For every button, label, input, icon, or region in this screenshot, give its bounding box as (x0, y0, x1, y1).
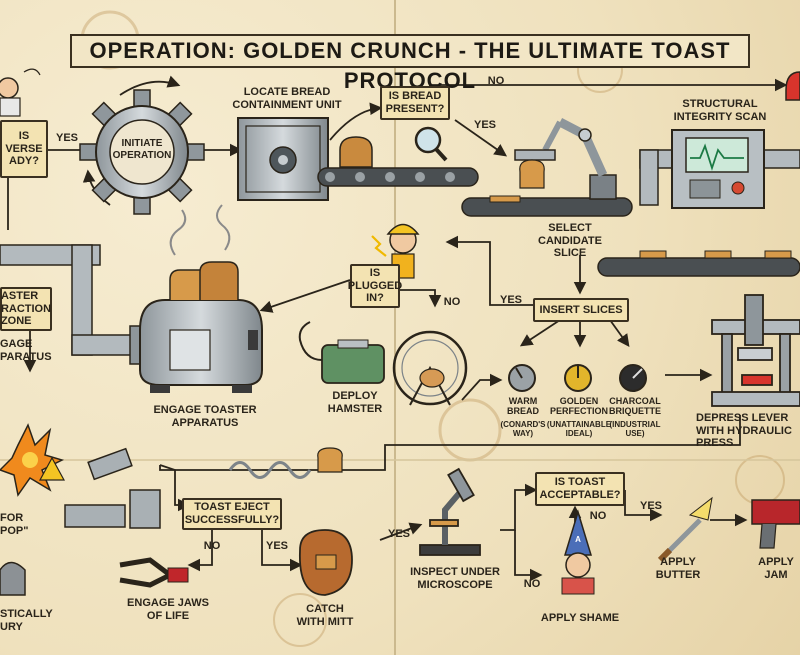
edge-label-yes: YES (55, 132, 78, 144)
node-depress-lever: DEPRESS LEVER WITH HYDRAULIC PRESS (696, 412, 792, 450)
baseball-mitt-icon (299, 529, 353, 596)
decision-plugged-in: IS PLUGGED IN? (348, 264, 402, 308)
edge-label-yes: YES (265, 540, 288, 552)
magnifying-glass-icon (414, 126, 448, 162)
arrow-to-microscope (379, 522, 423, 541)
toast-slice-icon (639, 250, 792, 259)
jaws-of-life-icon (119, 557, 189, 588)
node-inspect-microscope: INSPECT UNDER MICROSCOPE (410, 566, 500, 591)
node-engage-apparatus-left: GAGE PARATUS (0, 338, 52, 363)
edge-label-no: NO (589, 510, 607, 522)
page-title: OPERATION: GOLDEN CRUNCH - THE ULTIMATE … (70, 34, 750, 93)
arrow-hamster-to-settings (461, 373, 503, 401)
node-pray-pop: FOR POP" (0, 512, 29, 537)
edge-label-no: NO (487, 75, 505, 87)
edge-label-yes: YES (473, 119, 496, 131)
toast-slice-icon (489, 195, 521, 203)
pipe-icon (0, 244, 153, 365)
node-insert-slices: INSERT SLICES (533, 298, 629, 322)
edge-label-no: NO (443, 296, 461, 308)
node-engage-jaws: ENGAGE JAWS OF LIFE (127, 597, 209, 622)
edge-label-yes: YES (639, 500, 662, 512)
conveyor-belt-icon (597, 257, 800, 277)
arrow-locate-to-isbread (329, 102, 383, 141)
node-engage-toaster: ENGAGE TOASTER APPARATUS (153, 404, 257, 429)
decision-toast-acceptable: IS TOAST ACCEPTABLE? (535, 472, 625, 506)
toaster-icon (139, 204, 263, 393)
node-apply-jam: APPLY JAM (758, 556, 794, 581)
arrow-press-to-eject (159, 415, 741, 471)
setting-warm-label: WARM BREAD (506, 396, 539, 417)
node-catch-mitt: CATCH WITH MITT (296, 603, 354, 628)
hamster-wheel-icon (392, 330, 468, 406)
node-deploy-hamster: DEPLOY HAMSTER (327, 390, 383, 415)
dunce-cap-icon (561, 509, 595, 595)
broken-pipe-icon (64, 447, 161, 529)
butter-knife-icon (657, 496, 713, 563)
node-bury: STICALLY URY (0, 608, 53, 633)
node-structural-scan: STRUCTURAL INTEGRITY SCAN (673, 98, 767, 123)
generator-icon (298, 321, 385, 384)
arrow-microscope-to-acceptable (500, 483, 538, 531)
warning-sign-icon (38, 456, 66, 481)
microscope-icon (419, 467, 481, 556)
node-apply-butter: APPLY BUTTER (655, 556, 701, 581)
node-locate-bread: LOCATE BREAD CONTAINMENT UNIT (232, 86, 342, 111)
node-apply-shame: APPLY SHAME (540, 612, 620, 624)
setting-warm-note: (CONARD'S WAY) (500, 420, 546, 439)
tombstone-icon (0, 561, 26, 596)
arrow-eject-link (159, 464, 191, 512)
hydraulic-press-icon (711, 294, 800, 407)
safe-icon (237, 117, 329, 201)
dial-golden-icon (564, 364, 592, 392)
scanner-machine-icon (671, 129, 765, 209)
spring-coil-icon (228, 461, 312, 479)
conveyor-belt-icon (317, 167, 479, 187)
arrow-plugged-no (400, 289, 442, 308)
setting-charcoal-note: (INDUSTRIAL USE) (609, 420, 661, 439)
toast-slice-icon (519, 159, 545, 189)
node-toaster-zone: ASTER RACTION ZONE (0, 287, 52, 331)
gear-icon (79, 89, 205, 215)
arrow-insert-to-charcoal (609, 319, 630, 348)
decision-toast-eject: TOAST EJECT SUCCESSFULLY? (182, 498, 282, 530)
arrow-eject-no (187, 528, 213, 572)
arrow-insert-to-plugged (445, 235, 540, 306)
node-select-candidate: SELECT CANDIDATE SLICE (538, 222, 602, 260)
node-initiate-operation: INITIATE OPERATION (112, 138, 172, 161)
arrow-acceptable-yes (624, 490, 663, 522)
alarm-light-icon (785, 71, 800, 101)
arrow-plugged-to-toaster (259, 279, 351, 313)
jam-gun-icon (751, 499, 800, 549)
toast-slice-icon (317, 447, 343, 473)
arrow-gear-curl (119, 75, 181, 96)
arrow-eject-yes (261, 528, 303, 572)
setting-charcoal-label: CHARCOAL BRIQUETTE (608, 396, 661, 417)
bread-loaf-icon (339, 136, 373, 168)
robot-arm-icon (461, 118, 633, 217)
setting-golden-note: (UNATTAINABLE IDEAL) (546, 420, 612, 439)
dunce-cap-text: A (575, 535, 581, 544)
scientist-icon (0, 68, 41, 117)
flow-arrows (1, 75, 788, 582)
edge-label-no: NO (203, 540, 221, 552)
arrow-microscope-no (514, 530, 543, 582)
dial-charcoal-icon (619, 364, 647, 392)
setting-golden-label: GOLDEN PERFECTION (549, 396, 608, 417)
edge-label-yes: YES (387, 528, 410, 540)
edge-label-no: NO (523, 578, 541, 590)
arrow-isbread-yes (454, 119, 508, 157)
edge-label-yes: YES (499, 294, 522, 306)
decision-bread-present: IS BREAD PRESENT? (380, 86, 450, 120)
arrow-insert-to-warm (519, 319, 561, 347)
decision-universe-ready: IS VERSE ADY? (0, 120, 48, 178)
dial-warm-icon (508, 364, 536, 392)
